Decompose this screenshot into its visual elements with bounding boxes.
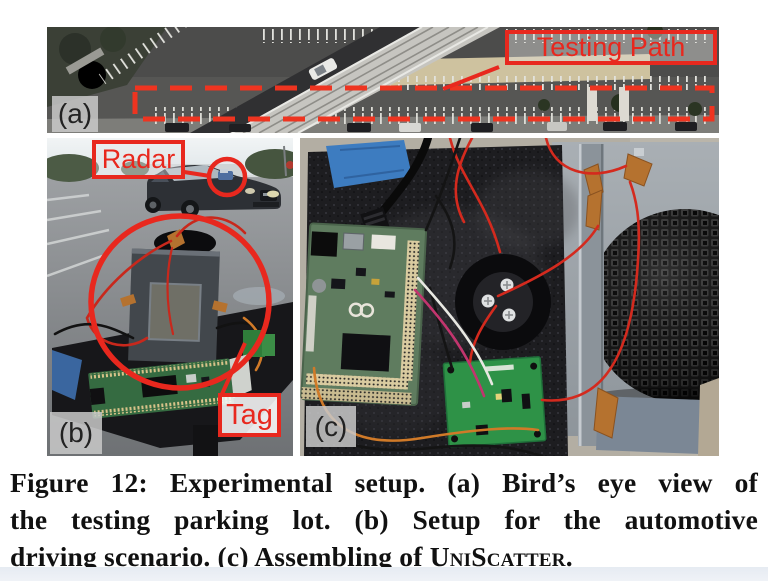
tag-connector-line (220, 342, 247, 395)
caption-line-2: the testing parking lot. (b) Setup for t… (10, 504, 758, 535)
bottom-page-band (0, 567, 768, 581)
panel-b-letter: (b) (50, 412, 102, 454)
tag-callout-text: Tag (226, 398, 273, 431)
panel-b-photo (47, 138, 293, 456)
radar-callout: Radar (92, 140, 185, 179)
testing-path-connector-line (442, 65, 500, 91)
caption-line-3-post: . (565, 541, 573, 572)
automotive-setup-image (47, 138, 293, 456)
caption-line-3-pre: driving scenario. (c) Assembling of (10, 541, 430, 572)
caption-brand-uniscatter: UniScatter (429, 541, 566, 572)
panel-b-letter-text: (b) (58, 417, 94, 448)
panel-c-letter-text: (c) (314, 410, 348, 442)
panel-c-photo (300, 138, 719, 456)
panel-a-photo (47, 27, 719, 133)
panel-a-letter-text: (a) (57, 98, 93, 129)
panel-c-letter: (c) (306, 406, 356, 447)
aerial-parking-lot-image (47, 27, 719, 133)
radar-connector-line (183, 170, 211, 178)
testing-path-dashed-outline (132, 85, 715, 122)
mount-screws (481, 278, 516, 322)
panel-a-letter: (a) (52, 96, 98, 132)
testing-path-callout: Testing Path (505, 30, 717, 65)
radar-callout-text: Radar (101, 144, 176, 174)
uniscatter-assembly-image (300, 138, 719, 456)
caption-line-1: Figure 12: Experimental setup. (a) Bird’… (10, 467, 758, 498)
tag-annotation-circle (88, 213, 272, 391)
testing-path-callout-text: Testing Path (536, 32, 686, 62)
caption-line-3: driving scenario. (c) Assembling of UniS… (10, 538, 758, 575)
figure-caption: Figure 12: Experimental setup. (a) Bird’… (10, 464, 758, 575)
tag-callout: Tag (218, 393, 281, 437)
